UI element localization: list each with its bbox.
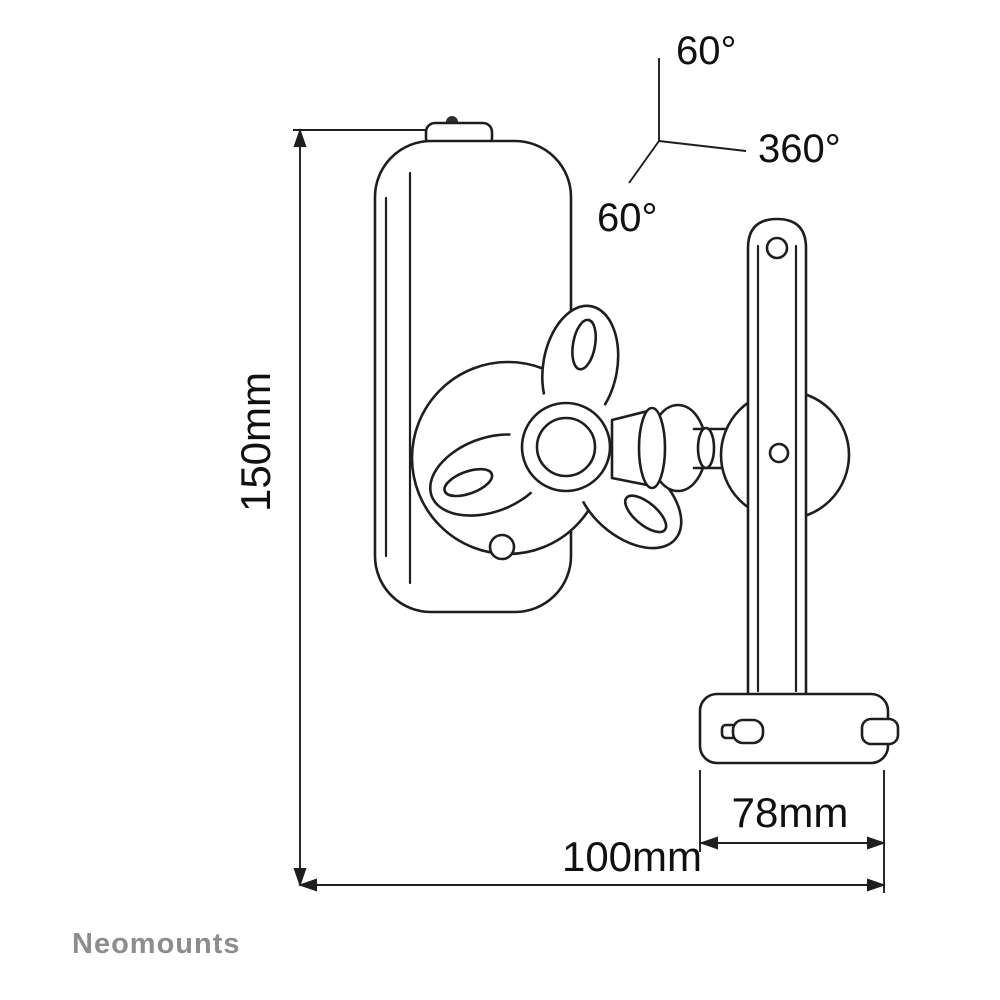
- angle-bottom-label: 60°: [597, 196, 658, 240]
- overall-width-dimension-label: 100mm: [562, 833, 702, 880]
- wall-bracket: [719, 217, 851, 699]
- dimension-height: 150mm: [232, 128, 428, 887]
- knob-slot-top: [571, 318, 598, 371]
- arrowhead-right: [867, 878, 886, 892]
- bracket-width-dimension-label: 78mm: [732, 789, 849, 836]
- clamp-pin: [488, 533, 516, 561]
- clamp-knob-assembly: [410, 304, 683, 561]
- mounting-base: [698, 692, 900, 765]
- arrowhead-up: [293, 128, 307, 147]
- angle-top-label: 60°: [676, 29, 737, 73]
- arrowhead-right: [867, 836, 886, 850]
- arrowhead-left: [298, 878, 317, 892]
- strap-top-hole: [765, 236, 789, 260]
- brand-logo: Neomounts: [72, 928, 241, 960]
- ball-joint-arm: [610, 403, 752, 493]
- height-dimension-label: 150mm: [232, 372, 279, 512]
- knob-hub-inner: [535, 416, 597, 478]
- knob-slot-right: [623, 494, 668, 534]
- rotation-indicator: 60° 360° 60°: [597, 29, 841, 240]
- angle-swivel-label: 360°: [758, 127, 841, 171]
- left-peg: [731, 718, 765, 745]
- dimension-overall-width: 100mm: [298, 833, 886, 892]
- right-peg: [860, 717, 900, 746]
- arrowhead-down: [293, 868, 307, 887]
- ball-joint-face: [637, 406, 667, 490]
- strap-pivot-hole: [768, 442, 790, 464]
- arm-cylinder-joint: [696, 426, 716, 470]
- arrowhead-left: [699, 836, 718, 850]
- rotation-axis-right: [658, 140, 747, 152]
- knob-slot-left: [443, 467, 494, 498]
- rotation-axis-diagonal: [628, 140, 660, 184]
- dimension-bracket-width: 78mm: [699, 770, 886, 893]
